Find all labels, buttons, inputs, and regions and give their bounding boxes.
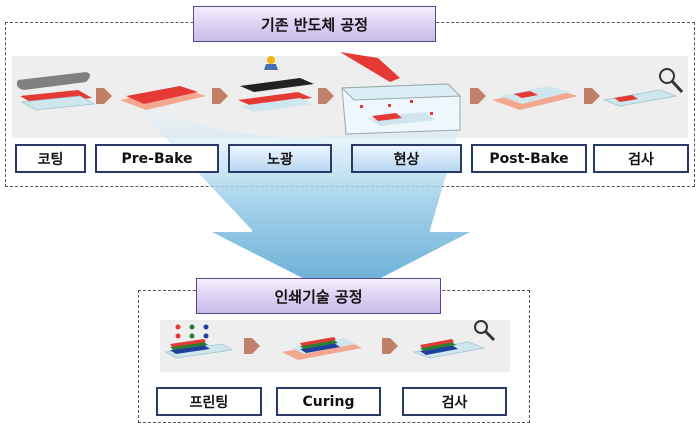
inspection-icon — [602, 89, 678, 107]
prebake-icon — [120, 86, 206, 110]
inspection-icon-printing — [412, 339, 486, 359]
step-printing: 프린팅 — [156, 387, 262, 416]
step-exposure: 노광 — [228, 144, 332, 173]
step-inspection: 검사 — [593, 144, 689, 173]
coating-icon — [16, 72, 96, 111]
magnifier-icon — [659, 68, 684, 94]
step-coating: 코팅 — [15, 144, 86, 173]
step-prebake: Pre-Bake — [95, 144, 219, 173]
step-postbake: Post-Bake — [471, 144, 587, 173]
development-icon — [340, 52, 462, 135]
step-curing: Curing — [276, 387, 381, 416]
bottom-arrows — [244, 338, 398, 354]
curing-icon — [282, 337, 362, 360]
exposure-icon — [238, 56, 314, 112]
step-inspection-printing: 검사 — [402, 387, 507, 416]
postbake-icon — [492, 86, 578, 110]
printing-icon — [164, 324, 234, 359]
magnifier-icon-printing — [474, 320, 496, 342]
conventional-process-title: 기존 반도체 공정 — [193, 6, 436, 42]
step-development: 현상 — [351, 144, 462, 173]
top-arrows — [96, 88, 600, 104]
printing-process-title: 인쇄기술 공정 — [196, 278, 441, 314]
